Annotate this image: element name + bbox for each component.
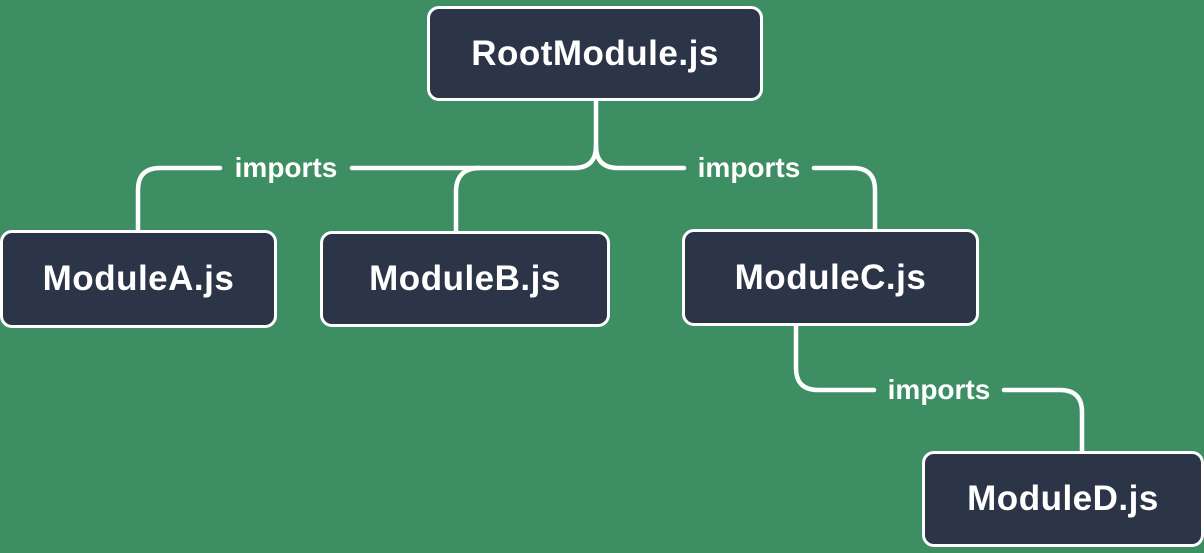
node-moduleB-label: ModuleB.js (369, 259, 561, 298)
connector-root-to-moduleC (811, 165, 878, 232)
edge-label-imports-right: imports (691, 152, 807, 184)
node-moduleD: ModuleD.js (922, 451, 1204, 547)
node-rootmodule: RootModule.js (427, 6, 763, 101)
connector-root-to-moduleB (453, 165, 483, 234)
node-moduleD-label: ModuleD.js (967, 479, 1159, 518)
edge-label-imports-left: imports (228, 152, 344, 184)
node-moduleC: ModuleC.js (682, 229, 979, 326)
node-moduleA: ModuleA.js (0, 230, 277, 328)
connector-moduleC-stem (793, 323, 877, 393)
node-rootmodule-label: RootModule.js (471, 33, 719, 73)
connector-root-to-moduleA (135, 165, 223, 233)
node-moduleB: ModuleB.js (320, 231, 610, 327)
connector-root-left (349, 143, 599, 171)
node-moduleC-label: ModuleC.js (734, 257, 927, 297)
connector-root-right (593, 143, 687, 171)
node-moduleA-label: ModuleA.js (42, 259, 235, 298)
edge-label-imports-bottom: imports (881, 374, 997, 406)
connector-moduleC-to-moduleD (1001, 387, 1085, 454)
